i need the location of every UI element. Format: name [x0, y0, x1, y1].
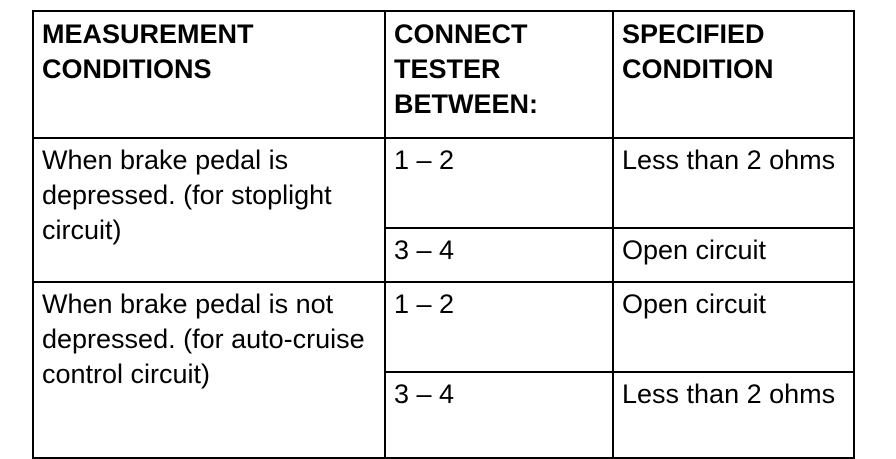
specified-condition-cell: Less than 2 ohms	[612, 371, 855, 459]
table-row: When brake pedal is depressed. (for stop…	[32, 137, 855, 283]
specified-condition-cell: Open circuit	[612, 281, 855, 373]
terminals-cell: 1 – 2	[384, 281, 614, 373]
condition-cell: When brake pedal is not depressed. (for …	[32, 281, 386, 459]
header-specified-condition: SPECIFIED CONDITION	[612, 10, 855, 139]
header-measurement-conditions: MEASUREMENT CONDITIONS	[32, 10, 386, 139]
header-connect-tester-between: CONNECT TESTER BETWEEN:	[384, 10, 614, 139]
terminals-cell: 1 – 2	[384, 137, 614, 229]
specification-table: MEASUREMENT CONDITIONS CONNECT TESTER BE…	[32, 10, 855, 459]
table-row: 3 – 4 Open circuit	[33, 227, 855, 283]
header-row: MEASUREMENT CONDITIONS CONNECT TESTER BE…	[32, 10, 855, 139]
table-row: When brake pedal is not depressed. (for …	[32, 281, 855, 459]
terminals-cell: 3 – 4	[384, 227, 614, 283]
terminals-cell: 3 – 4	[384, 371, 614, 459]
specified-condition-cell: Open circuit	[612, 227, 855, 283]
condition-cell: When brake pedal is depressed. (for stop…	[32, 137, 386, 283]
specified-condition-cell: Less than 2 ohms	[612, 137, 855, 229]
